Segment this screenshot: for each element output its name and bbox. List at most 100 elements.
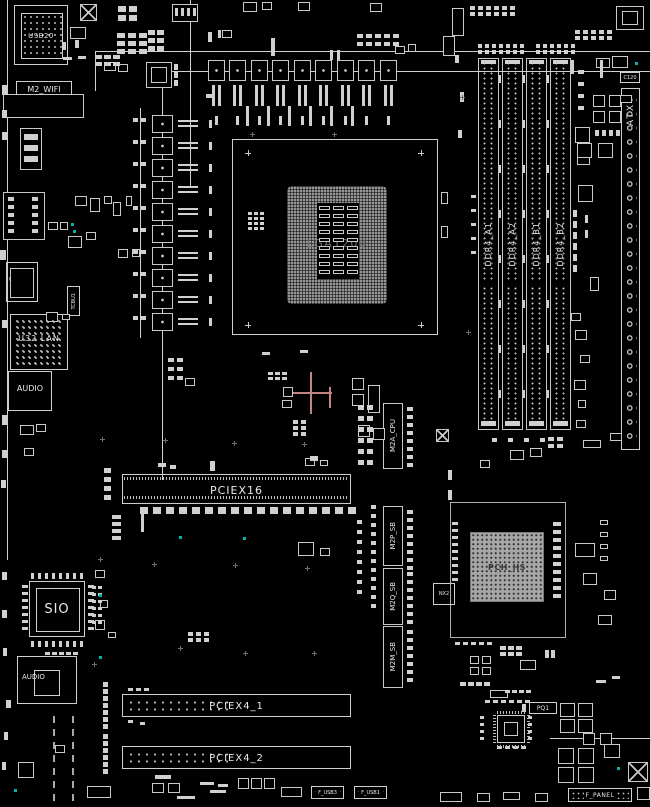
pad <box>547 345 549 353</box>
pad <box>260 222 264 225</box>
dimm-slot-a1[interactable]: DDR4_A1 <box>478 58 499 430</box>
pad <box>204 638 209 642</box>
pad <box>75 40 79 48</box>
cap <box>236 116 239 125</box>
pciex4-2-slot[interactable]: PCIEX4_2 <box>122 746 351 769</box>
component-outline <box>575 330 587 340</box>
component-outline <box>347 262 358 266</box>
pad <box>98 614 102 617</box>
pad <box>177 376 183 380</box>
cpu-socket[interactable]: LGA1200 <box>232 139 438 335</box>
pad <box>24 156 38 162</box>
pad <box>8 229 14 233</box>
cap <box>261 85 264 106</box>
pad <box>512 690 517 693</box>
vrm-choke <box>272 60 289 81</box>
pad <box>218 30 221 38</box>
super-io-chip[interactable]: SIO <box>29 581 85 637</box>
pad <box>523 165 525 173</box>
pad <box>371 604 376 608</box>
pad <box>480 723 484 726</box>
pad <box>575 30 580 34</box>
pad <box>310 456 318 461</box>
mount-hole-icon <box>628 762 648 782</box>
pciex16-slot[interactable]: PCIEX16 <box>122 474 351 504</box>
usb20-port[interactable]: USB20 <box>14 5 68 65</box>
component-outline <box>441 226 448 238</box>
component-outline <box>470 667 479 675</box>
audio-rear-jacks[interactable]: AUDIO <box>8 371 52 411</box>
pad <box>553 538 561 542</box>
pad <box>113 55 120 59</box>
pad <box>407 542 413 546</box>
pad <box>59 573 62 579</box>
trace-line <box>168 71 650 72</box>
cap <box>178 323 198 325</box>
pad <box>22 613 28 616</box>
slot-key <box>551 280 570 285</box>
front-panel-header[interactable]: F_PANEL <box>568 788 632 802</box>
pad <box>553 530 561 534</box>
pad <box>357 520 362 524</box>
pad <box>128 33 136 38</box>
pad <box>523 120 525 128</box>
pciex4-1-slot[interactable]: PCIEX4_1 <box>122 694 351 717</box>
cap <box>178 213 198 215</box>
pad <box>112 522 121 526</box>
dimm-pin-pattern <box>481 61 496 427</box>
pad <box>38 573 41 579</box>
pad <box>476 682 482 686</box>
pad <box>141 228 146 232</box>
component-outline <box>68 236 82 248</box>
component-outline <box>333 254 344 258</box>
pad <box>3 648 7 656</box>
pad <box>371 559 376 563</box>
dimm-slot-b2[interactable]: DDR4_B2 <box>550 58 571 430</box>
pad <box>275 372 280 375</box>
pad <box>358 460 364 465</box>
nx2-chip[interactable]: NX2 <box>433 583 455 605</box>
pad <box>63 57 72 60</box>
vrm-choke <box>152 181 173 199</box>
dimm-slot-a2[interactable]: DDR4_A2 <box>502 58 523 430</box>
pq1-component[interactable]: PQ1 <box>529 702 557 714</box>
pin-row <box>124 496 349 499</box>
pad <box>157 30 164 35</box>
pad <box>513 50 517 54</box>
pad <box>357 540 362 544</box>
component-outline <box>100 600 108 608</box>
tcbu1-connector[interactable]: TCBU1 <box>67 286 80 316</box>
pad <box>407 630 413 634</box>
test-point <box>178 646 183 651</box>
qfn-chip[interactable] <box>497 715 525 743</box>
pad <box>499 120 501 128</box>
pad <box>366 34 372 38</box>
slot-key <box>503 280 522 285</box>
m2-slot-cpu[interactable]: M2A_CPU <box>383 403 403 469</box>
dimm-slot-b1[interactable]: DDR4_B1 <box>526 58 547 430</box>
component-outline <box>320 548 330 556</box>
component-outline <box>333 206 344 210</box>
pch-chip[interactable]: PCH_HS <box>470 532 544 602</box>
front-usb1-header[interactable]: F_USB1 <box>354 786 387 799</box>
component-outline <box>352 378 364 390</box>
m2-slot-m-sb[interactable]: M2M_SB <box>383 626 403 688</box>
component-outline <box>583 440 601 448</box>
cap <box>387 116 390 125</box>
m2-slot-p-sb[interactable]: M2P_SB <box>383 506 403 566</box>
m2-slot-q-sb[interactable]: M2Q_SB <box>383 568 403 625</box>
cap <box>365 116 368 125</box>
c120-component[interactable]: C120 <box>620 72 640 83</box>
vrm-choke <box>229 60 246 81</box>
pad <box>2 610 7 618</box>
component-outline <box>319 214 330 218</box>
pciex16-label: PCIEX16 <box>209 484 264 497</box>
pad <box>168 376 174 380</box>
pad <box>59 652 64 655</box>
pad <box>133 206 138 210</box>
pad <box>536 50 540 54</box>
tcbu1-label: TCBU1 <box>70 292 77 310</box>
audio-codec-chip[interactable]: AUDIO <box>17 656 77 704</box>
atx-power-connector[interactable]: ATX <box>621 88 640 450</box>
front-usb3-header[interactable]: F_USB3 <box>311 786 344 799</box>
